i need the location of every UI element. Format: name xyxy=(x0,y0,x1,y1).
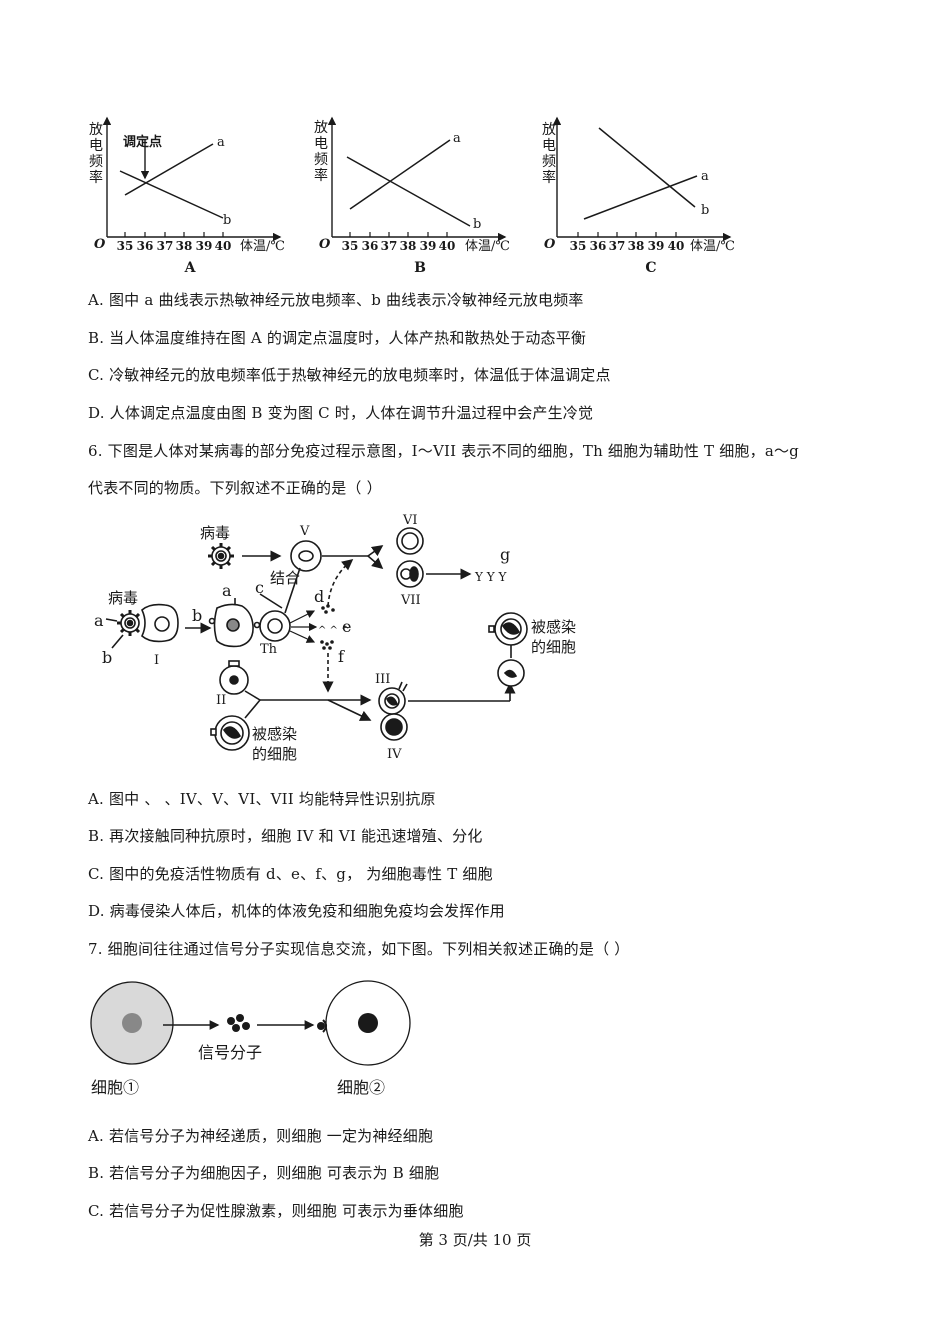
q5-option-d: D. 人体调定点温度由图 B 变为图 C 时，人体在调节升温过程中会产生冷觉 xyxy=(88,404,594,422)
svg-text:35: 35 xyxy=(570,239,587,253)
immune-diagram: ^ ^ ^ Y Y Y 病毒 病毒 结合 a b a b c d e f g T… xyxy=(94,513,576,763)
svg-text:a: a xyxy=(94,611,104,630)
svg-text:37: 37 xyxy=(609,239,626,253)
svg-text:信号分子: 信号分子 xyxy=(198,1043,262,1062)
page-footer: 第 3 页/共 10 页 xyxy=(418,1231,532,1249)
svg-text:36: 36 xyxy=(362,239,379,253)
svg-text:被感染: 被感染 xyxy=(252,725,297,743)
svg-text:39: 39 xyxy=(648,239,665,253)
q7-option-c: C. 若信号分子为促性腺激素，则细胞 可表示为垂体细胞 xyxy=(88,1202,464,1220)
q6-stem-line1: 6. 下图是人体对某病毒的部分免疫过程示意图，I～VII 表示不同的细胞，Th … xyxy=(88,442,799,460)
svg-text:36: 36 xyxy=(590,239,607,253)
q7-stem: 7. 细胞间往往通过信号分子实现信息交流，如下图。下列相关叙述正确的是（ ） xyxy=(88,940,630,958)
svg-text:a: a xyxy=(217,135,225,150)
q6-option-b: B. 再次接触同种抗原时，细胞 IV 和 VI 能迅速增殖、分化 xyxy=(88,827,483,845)
svg-text:b: b xyxy=(102,648,112,667)
svg-text:病毒: 病毒 xyxy=(108,589,138,607)
svg-text:36: 36 xyxy=(137,239,154,253)
svg-text:病毒: 病毒 xyxy=(200,524,230,542)
q6-option-d: D. 病毒侵染人体后，机体的体液免疫和细胞免疫均会发挥作用 xyxy=(88,902,505,920)
svg-text:Th: Th xyxy=(260,642,278,657)
svg-text:IV: IV xyxy=(387,747,402,762)
signal-diagram: 信号分子 细胞① 细胞② xyxy=(90,980,411,1097)
svg-text:O: O xyxy=(319,237,331,252)
svg-text:40: 40 xyxy=(439,239,456,253)
svg-text:O: O xyxy=(94,237,106,252)
svg-text:38: 38 xyxy=(400,239,417,253)
svg-text:b: b xyxy=(473,217,481,232)
svg-text:40: 40 xyxy=(668,239,685,253)
svg-text:细胞②: 细胞② xyxy=(337,1078,385,1097)
svg-text:37: 37 xyxy=(157,239,174,253)
graph-caption: C xyxy=(645,260,656,276)
svg-text:的细胞: 的细胞 xyxy=(252,745,297,763)
svg-text:I: I xyxy=(154,653,159,668)
q6-stem-line2: 代表不同的物质。下列叙述不正确的是（ ） xyxy=(88,479,382,497)
q7-option-b: B. 若信号分子为细胞因子，则细胞 可表示为 B 细胞 xyxy=(88,1164,440,1182)
svg-text:d: d xyxy=(314,587,324,606)
svg-text:放电频率: 放电频率 xyxy=(542,122,556,186)
svg-text:b: b xyxy=(192,606,202,625)
svg-text:体温/℃: 体温/℃ xyxy=(240,239,285,254)
svg-text:37: 37 xyxy=(381,239,398,253)
svg-text:a: a xyxy=(222,581,232,600)
svg-text:V: V xyxy=(299,524,310,539)
svg-text:VII: VII xyxy=(400,593,421,608)
q6-option-a: A. 图中 、 、IV、V、VI、VII 均能特异性识别抗原 xyxy=(88,790,436,808)
svg-text:38: 38 xyxy=(628,239,645,253)
graph-caption: B xyxy=(414,260,426,276)
svg-text:b: b xyxy=(223,213,231,228)
svg-text:细胞①: 细胞① xyxy=(91,1078,139,1097)
y-label: 放电频率 xyxy=(89,122,103,186)
q5-option-a: A. 图中 a 曲线表示热敏神经元放电频率、b 曲线表示冷敏神经元放电频率 xyxy=(88,291,584,309)
svg-text:结合: 结合 xyxy=(270,569,300,587)
svg-text:体温/℃: 体温/℃ xyxy=(690,239,735,254)
svg-text:^ ^ ^: ^ ^ ^ xyxy=(318,625,350,636)
virus-icon xyxy=(208,543,234,569)
svg-text:35: 35 xyxy=(117,239,134,253)
svg-text:Y Y Y: Y Y Y xyxy=(474,570,507,584)
svg-text:38: 38 xyxy=(176,239,193,253)
svg-text:a: a xyxy=(453,131,461,146)
svg-text:b: b xyxy=(701,203,709,218)
svg-text:g: g xyxy=(500,545,510,564)
svg-text:40: 40 xyxy=(215,239,232,253)
svg-text:VI: VI xyxy=(402,513,418,528)
setpoint-label: 调定点 xyxy=(123,134,162,150)
svg-text:e: e xyxy=(342,617,351,636)
q5-option-c: C. 冷敏神经元的放电频率低于热敏神经元的放电频率时，体温低于体温调定点 xyxy=(88,366,611,384)
svg-text:被感染: 被感染 xyxy=(531,618,576,636)
graph-b: 放电频率 a b O 35 36 37 38 39 40 体温/℃ B xyxy=(314,116,510,276)
q5-option-b: B. 当人体温度维持在图 A 的调定点温度时，人体产热和散热处于动态平衡 xyxy=(88,329,587,347)
svg-text:39: 39 xyxy=(196,239,213,253)
graph-c: 放电频率 a b O 35 36 37 38 39 40 体温/℃ C xyxy=(542,116,735,276)
svg-text:III: III xyxy=(375,672,390,687)
q6-option-c: C. 图中的免疫活性物质有 d、e、f、g， 为细胞毒性 T 细胞 xyxy=(88,865,493,883)
svg-text:II: II xyxy=(216,693,226,708)
svg-text:35: 35 xyxy=(342,239,359,253)
svg-text:c: c xyxy=(255,578,264,597)
svg-text:a: a xyxy=(701,169,709,184)
svg-text:体温/℃: 体温/℃ xyxy=(465,239,510,254)
graph-a: 放电频率 调定点 a b O 35 36 37 38 39 40 体温/℃ A xyxy=(89,116,285,276)
svg-text:的细胞: 的细胞 xyxy=(531,638,576,656)
graph-caption: A xyxy=(184,260,197,276)
svg-text:O: O xyxy=(544,237,556,252)
q7-option-a: A. 若信号分子为神经递质，则细胞 一定为神经细胞 xyxy=(88,1127,434,1145)
svg-text:放电频率: 放电频率 xyxy=(314,120,328,184)
svg-text:39: 39 xyxy=(420,239,437,253)
svg-text:f: f xyxy=(338,647,345,666)
